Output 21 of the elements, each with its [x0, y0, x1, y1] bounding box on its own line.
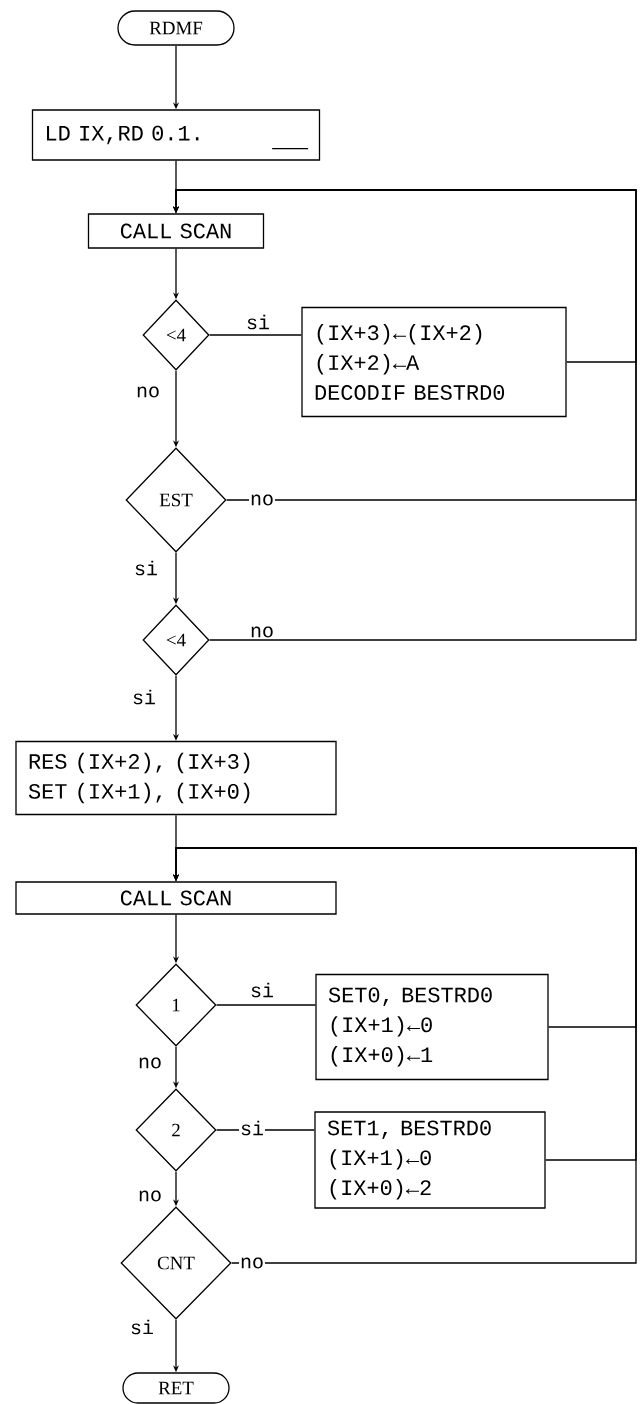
process-box: SET1, BESTRD0 (IX+1)←0 (IX+0)←2: [314, 1111, 546, 1209]
edge-label: si: [131, 688, 157, 706]
edge-label: si: [239, 1119, 265, 1137]
edge-label: si: [249, 981, 275, 999]
process-box: RES (IX+2), (IX+3) SET (IX+1), (IX+0): [15, 740, 337, 816]
process-box: CALL SCAN: [87, 213, 265, 249]
edge-label: no: [135, 385, 161, 399]
edge-label: si: [245, 313, 271, 331]
terminal-box: RDMF: [117, 10, 235, 46]
terminal-box: RET: [122, 1372, 230, 1404]
edge-label: no: [249, 493, 275, 507]
edge-label: no: [137, 1189, 163, 1203]
process-box: (IX+3)←(IX+2) (IX+2)←A DECODIF BESTRD0: [301, 306, 567, 418]
edge-label: no: [137, 1056, 163, 1070]
edge-label: no: [249, 625, 275, 639]
edge-label: no: [239, 1256, 265, 1270]
edge-label: si: [129, 1318, 155, 1336]
process-box: SET0, BESTRD0 (IX+1)←0 (IX+0)←1: [315, 973, 549, 1081]
edge-label: si: [133, 559, 159, 577]
process-box: LD IX,RD 0.1.: [31, 109, 321, 161]
process-box: CALL SCAN: [15, 881, 337, 915]
